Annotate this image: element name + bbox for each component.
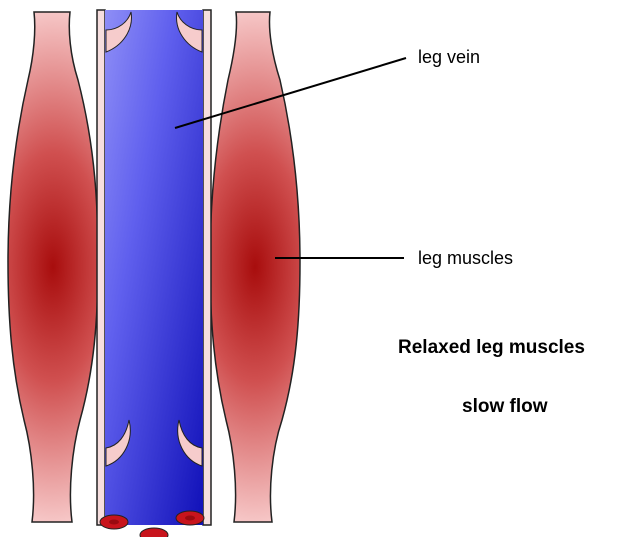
caption-relaxed-muscles: Relaxed leg muscles [398,337,585,359]
label-leg-vein: leg vein [418,47,480,68]
blood-cell [140,528,168,537]
right-leg-muscle [210,12,300,522]
blood-cell-inner [185,516,195,521]
vein-wall-left [97,10,105,525]
caption-slow-flow: slow flow [462,396,548,418]
left-leg-muscle [8,12,98,522]
vein-wall-right [203,10,211,525]
blood-cell-inner [109,520,119,525]
label-leg-muscles: leg muscles [418,248,513,269]
